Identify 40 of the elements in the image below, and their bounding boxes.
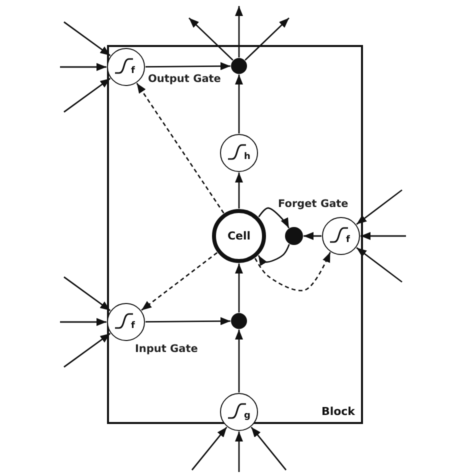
arrow: [235, 172, 243, 208]
arrow: [258, 244, 290, 266]
arrow: [191, 426, 228, 470]
unit-letter: f: [131, 66, 135, 76]
dashed-arrow: [136, 82, 224, 214]
dashed-arrow: [254, 252, 331, 292]
arrow: [64, 332, 111, 368]
unit-letter: h: [244, 152, 250, 162]
dashed-arrow: [141, 252, 218, 311]
arrow: [250, 426, 287, 470]
arrow: [360, 232, 406, 240]
multiply-dot: [231, 313, 247, 329]
arrow: [146, 317, 230, 326]
gate-label: Output Gate: [148, 73, 221, 85]
multiply-dot: [231, 58, 247, 74]
unit-letter: f: [131, 321, 135, 331]
arrow: [244, 18, 290, 61]
arrow: [356, 189, 402, 225]
arrow: [235, 6, 243, 58]
unit-letter: g: [244, 411, 250, 421]
unit-letter: f: [346, 235, 350, 245]
arrow: [356, 247, 402, 283]
multiply-dot: [285, 227, 303, 245]
block-label: Block: [321, 405, 355, 418]
arrow: [60, 63, 106, 71]
arrow: [258, 207, 290, 228]
arrow: [64, 78, 111, 113]
arrow: [304, 232, 322, 240]
arrow: [188, 18, 234, 61]
cell-label: Cell: [227, 230, 251, 242]
gate-label: Forget Gate: [278, 198, 348, 210]
arrow: [60, 318, 106, 326]
arrow: [235, 74, 243, 134]
gate-label: Input Gate: [135, 343, 198, 355]
arrow: [235, 264, 243, 312]
arrow: [235, 432, 243, 472]
arrow: [146, 62, 230, 70]
arrow: [64, 276, 111, 312]
arrow: [64, 21, 111, 56]
arrow: [235, 330, 243, 392]
